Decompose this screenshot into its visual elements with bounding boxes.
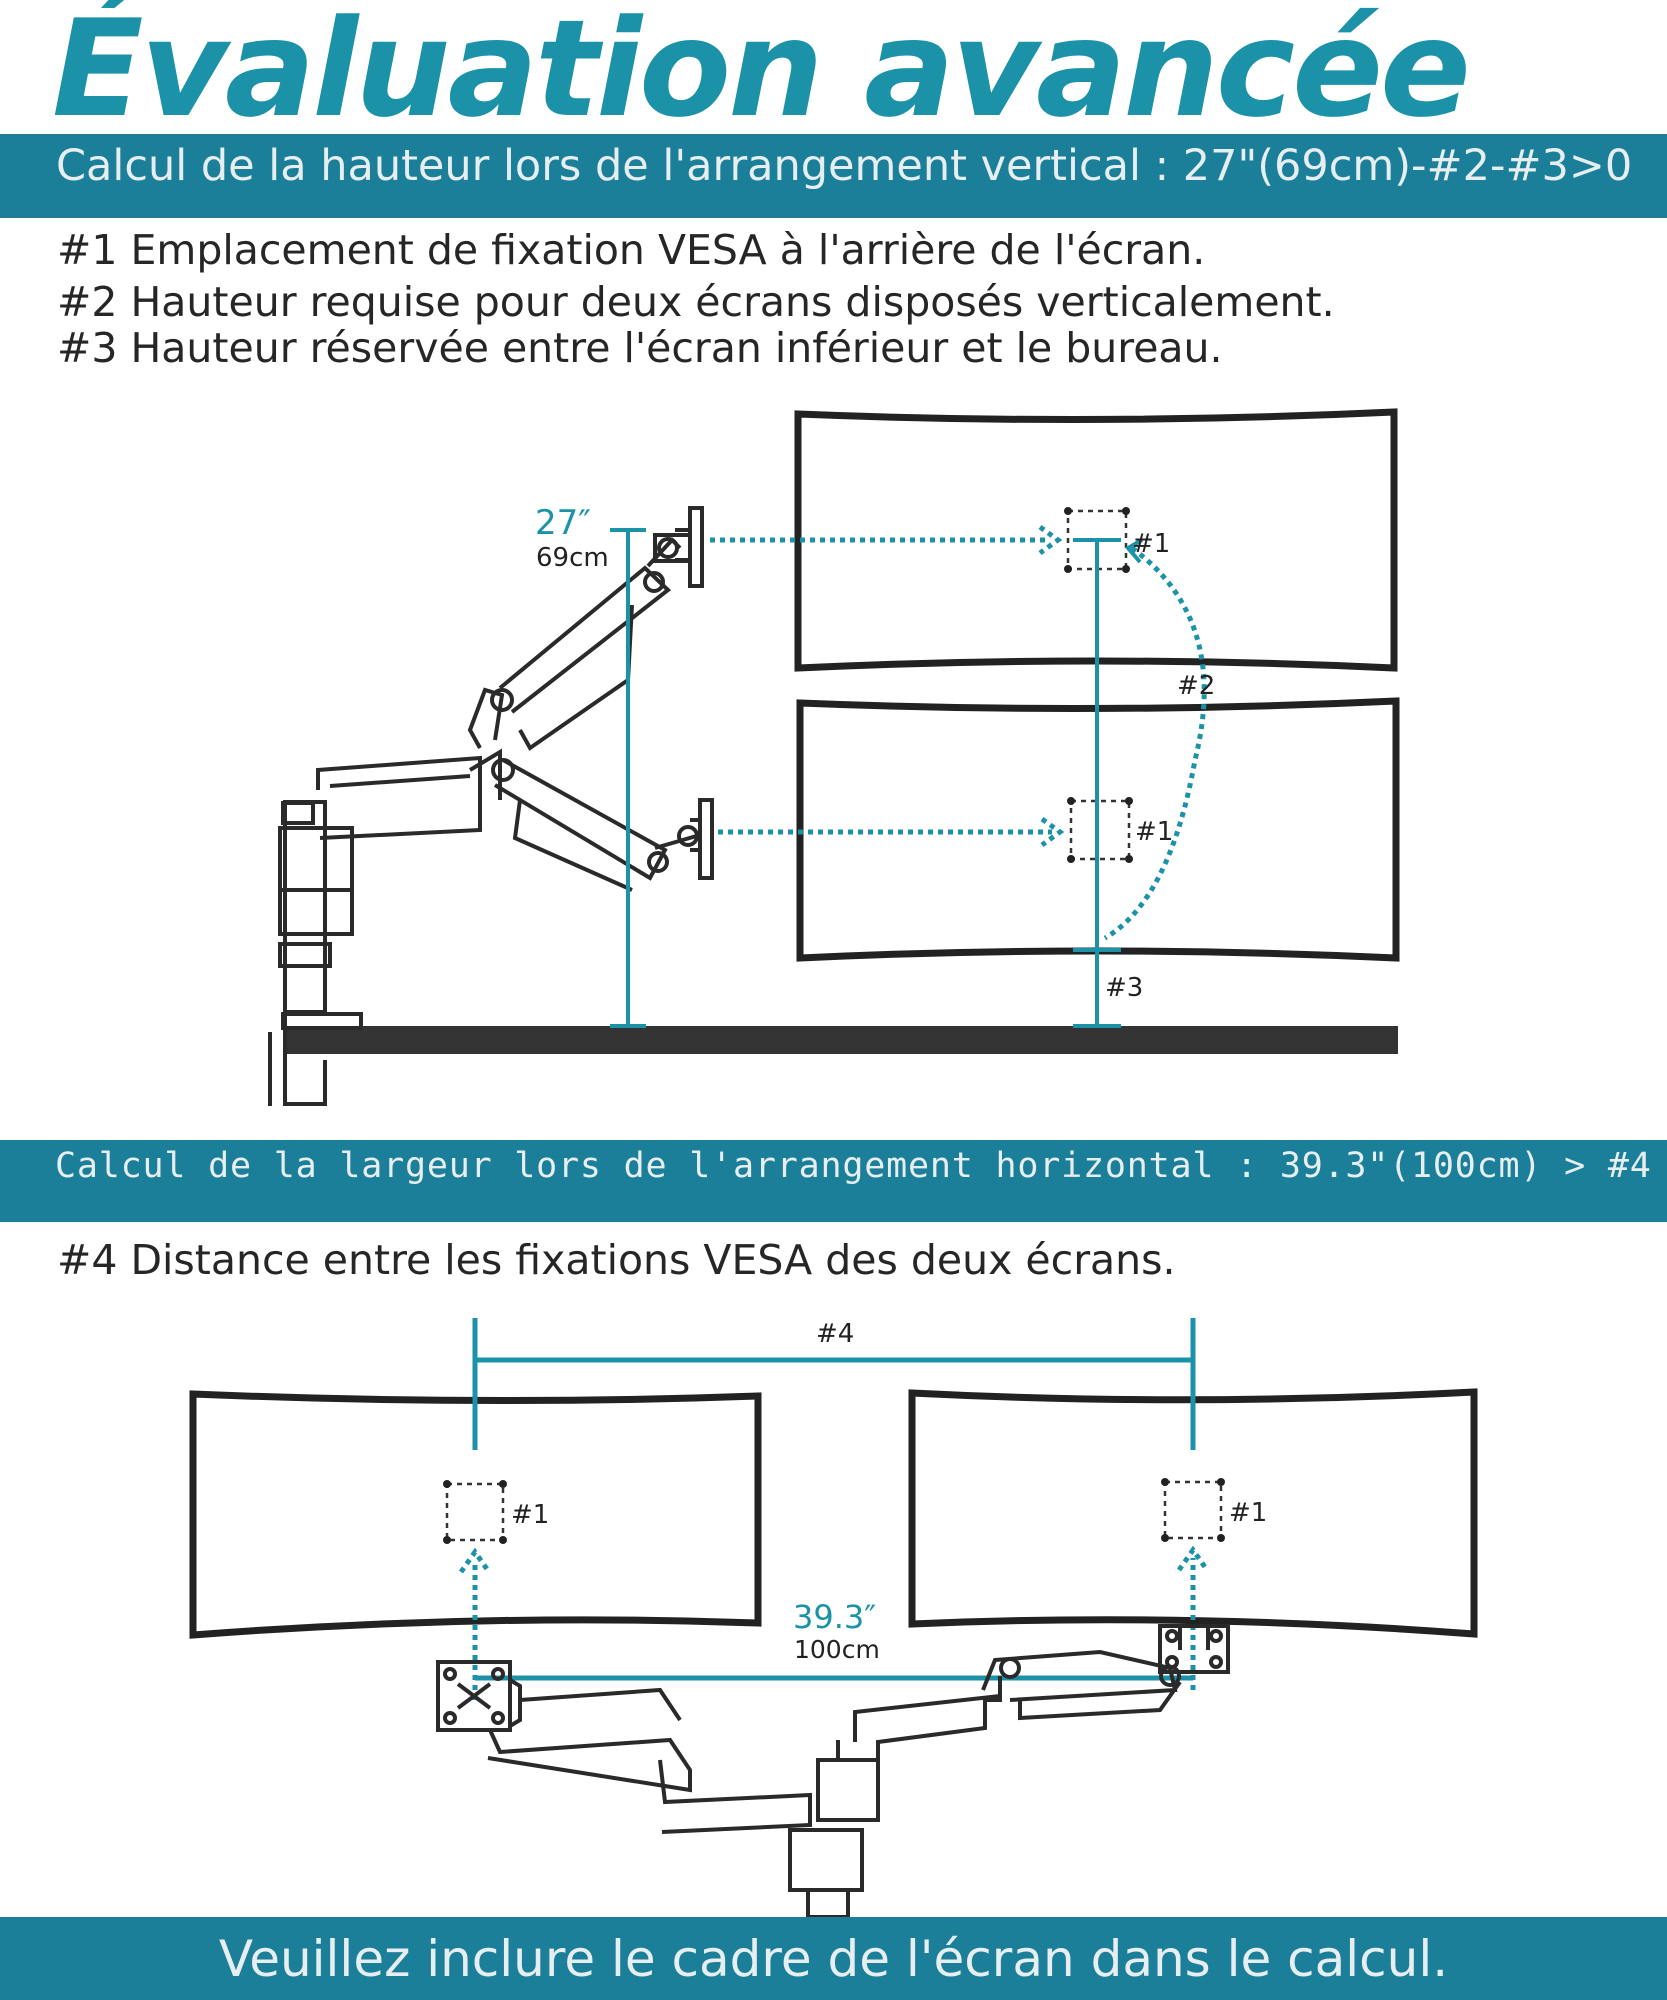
note-vesa-distance: #4 Distance entre les fixations VESA des… <box>57 1236 1176 1284</box>
dual-arm-mount <box>436 1624 1230 1919</box>
vesa-mount-right <box>1163 1480 1223 1540</box>
upper-arm <box>467 506 704 751</box>
page-title: Évaluation avancée <box>52 0 1471 147</box>
height-27in-line <box>610 528 646 1028</box>
width-cm-label: 100cm <box>794 1635 880 1664</box>
vesa-mount-left <box>445 1482 505 1542</box>
reserved-height-label: #3 <box>1105 973 1143 1003</box>
vesa-distance-label: #4 <box>816 1319 854 1349</box>
vesa-distance-line <box>472 1318 1196 1450</box>
footer-banner: Veuillez inclure le cadre de l'écran dan… <box>0 1917 1667 2000</box>
vesa-label-left: #1 <box>511 1500 549 1530</box>
vesa-label-upper: #1 <box>1132 529 1170 559</box>
dotted-arrow-upper <box>710 524 1063 556</box>
note-required-height: #2 Hauteur requise pour deux écrans disp… <box>57 278 1335 326</box>
desk <box>283 1026 1398 1054</box>
required-height-line <box>1073 538 1121 1028</box>
vesa-label-lower: #1 <box>1135 817 1173 847</box>
horizontal-calc-banner: Calcul de la largeur lors de l'arrangeme… <box>0 1140 1667 1222</box>
vesa-mount-lower <box>1069 799 1131 861</box>
width-inch-label: 39.3″ <box>793 1598 876 1636</box>
height-cm-label: 69cm <box>536 543 609 573</box>
note-reserved-height: #3 Hauteur réservée entre l'écran inféri… <box>57 324 1223 372</box>
required-height-label: #2 <box>1177 671 1215 701</box>
dotted-arrow-lower <box>718 816 1065 848</box>
vertical-calc-banner: Calcul de la hauteur lors de l'arrangeme… <box>0 134 1667 218</box>
lower-arm <box>316 748 714 892</box>
left-monitor <box>189 1390 762 1639</box>
height-inch-label: 27″ <box>535 503 591 543</box>
vesa-label-right: #1 <box>1229 1498 1267 1528</box>
right-monitor <box>908 1388 1478 1638</box>
note-vesa: #1 Emplacement de fixation VESA à l'arri… <box>57 226 1206 274</box>
mounting-pole <box>278 800 354 1014</box>
dotted-arrow-right <box>1176 1545 1210 1690</box>
